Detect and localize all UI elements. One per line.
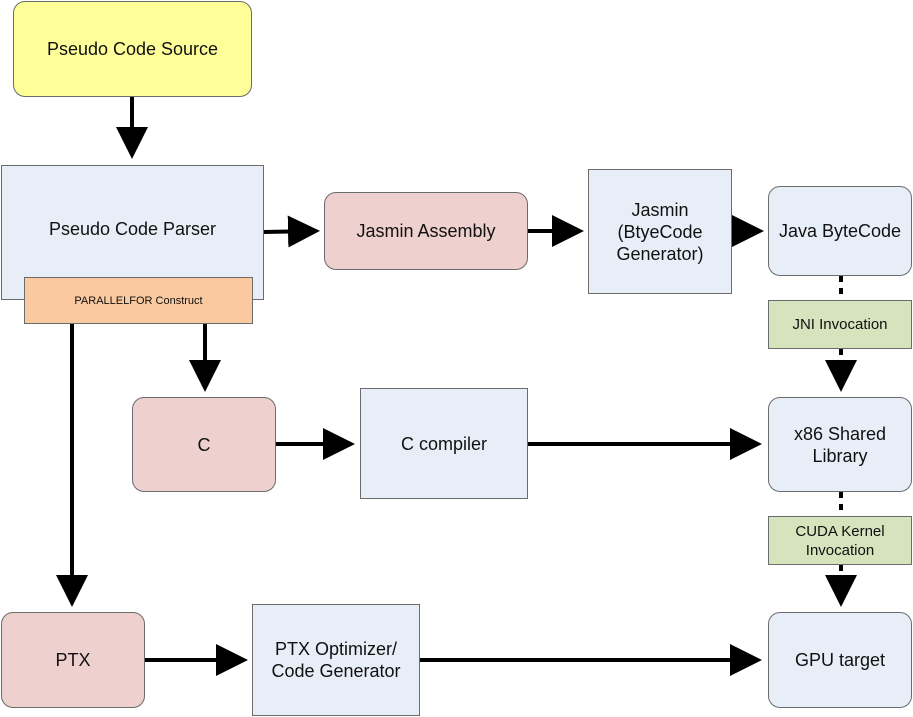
node-gpu-target: GPU target — [768, 612, 912, 708]
edge-parser-to-jasmin-assembly — [263, 215, 320, 248]
node-label: C compiler — [400, 433, 488, 454]
node-label: Jasmin (BtyeCode Generator) — [616, 199, 704, 264]
node-label: x86 Shared Library — [793, 423, 887, 466]
node-x86-shared-library: x86 Shared Library — [768, 397, 912, 492]
node-label: PTX Optimizer/ Code Generator — [271, 639, 401, 681]
node-java-bytecode: Java ByteCode — [768, 186, 912, 276]
node-label: Jasmin Assembly — [356, 221, 496, 241]
node-pseudo-code-source: Pseudo Code Source — [13, 1, 252, 97]
node-jasmin-assembly: Jasmin Assembly — [324, 192, 528, 270]
node-jni-invocation: JNI Invocation — [768, 300, 912, 349]
node-label: C — [197, 434, 211, 455]
node-label: JNI Invocation — [792, 316, 888, 333]
node-label: PTX — [55, 650, 91, 670]
node-label: GPU target — [794, 650, 886, 670]
node-c-compiler: C compiler — [360, 388, 528, 499]
node-label: Pseudo Code Source — [46, 39, 219, 59]
node-parallelfor-construct: PARALLELFOR Construct — [24, 277, 253, 324]
node-label: CUDA Kernel Invocation — [795, 522, 885, 559]
node-jasmin-bytecode-generator: Jasmin (BtyeCode Generator) — [588, 169, 732, 294]
node-ptx: PTX — [1, 612, 145, 708]
node-label: PARALLELFOR Construct — [74, 294, 203, 307]
node-label: Java ByteCode — [778, 221, 902, 241]
node-cuda-kernel-invocation: CUDA Kernel Invocation — [768, 516, 912, 565]
node-c: C — [132, 397, 276, 492]
node-ptx-optimizer-code-generator: PTX Optimizer/ Code Generator — [252, 604, 420, 716]
node-label: Pseudo Code Parser — [48, 218, 217, 239]
